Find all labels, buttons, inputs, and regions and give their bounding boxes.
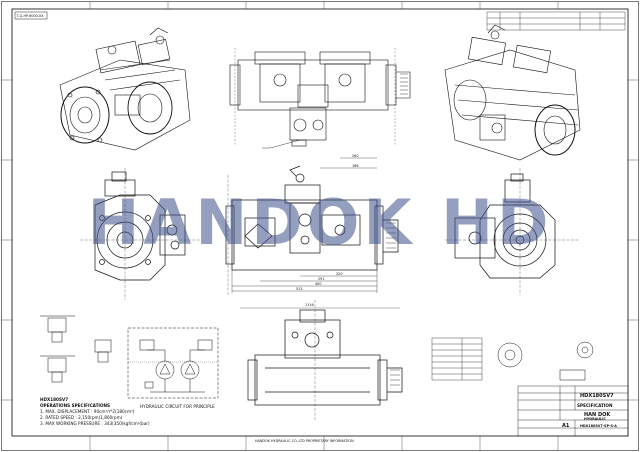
spec-line-3: 3. MAX WORKING PRESSURE : 343(350)kgf/cm… <box>40 421 150 426</box>
dim-220: 220 <box>336 272 342 276</box>
dim-400: 400 <box>315 282 321 286</box>
dim-513: 513 <box>296 287 302 291</box>
dim-291: 291 <box>318 277 324 281</box>
company-line-2: HYDRAULIC <box>584 417 606 421</box>
dim-260: 260 <box>352 154 358 158</box>
footer-text: HANDOK HYDRAULIC CO.,LTD PROPRIETARY INF… <box>255 439 354 443</box>
spec-line-2: 2. RATED SPEED : 2,150rpm(1,800rpm) <box>40 415 123 420</box>
notes-table <box>431 337 483 381</box>
port-detail-views <box>40 315 112 383</box>
title-model: HDX180SV7 <box>580 393 614 399</box>
shaft-detail-views <box>497 341 594 381</box>
inner-border <box>11 8 629 437</box>
bottom-view-center <box>240 300 403 420</box>
company-line-1: HAN DOK <box>584 412 611 418</box>
circuit-label: HYDRAULIC CIRCUIT FOR PRINCIPLE <box>140 404 215 409</box>
front-elevation-center <box>225 165 399 295</box>
side-view-right <box>445 168 580 295</box>
isometric-view-right <box>444 24 581 161</box>
stamp-text: T-G-HP-6000-XX <box>16 14 45 18</box>
drawing-size: A1 <box>562 423 570 429</box>
spec-line-1: 1. MAX. DISPLACEMENT : 90cm³/r*2(180cm³) <box>40 409 135 414</box>
drawing-number: HDX180SV7-SP-S-A <box>580 424 617 428</box>
revision-table <box>486 11 626 31</box>
dimension-lines-center <box>231 157 378 293</box>
top-view-center <box>229 48 411 149</box>
hydraulic-circuit <box>127 327 219 399</box>
dim-1116: 1116 <box>305 303 314 307</box>
dim-166: 166 <box>352 164 358 168</box>
spec-heading: OPERATIONS SPECIFICATIONS <box>40 403 110 408</box>
spec-model: HDX180SV7 <box>40 397 68 402</box>
title-block <box>517 385 629 437</box>
stamp-box <box>14 11 48 20</box>
title-description: SPECIFICATION <box>577 403 613 408</box>
watermark: HANDOK HD <box>88 186 553 259</box>
side-view-left <box>80 168 200 300</box>
isometric-view-left <box>59 27 191 151</box>
